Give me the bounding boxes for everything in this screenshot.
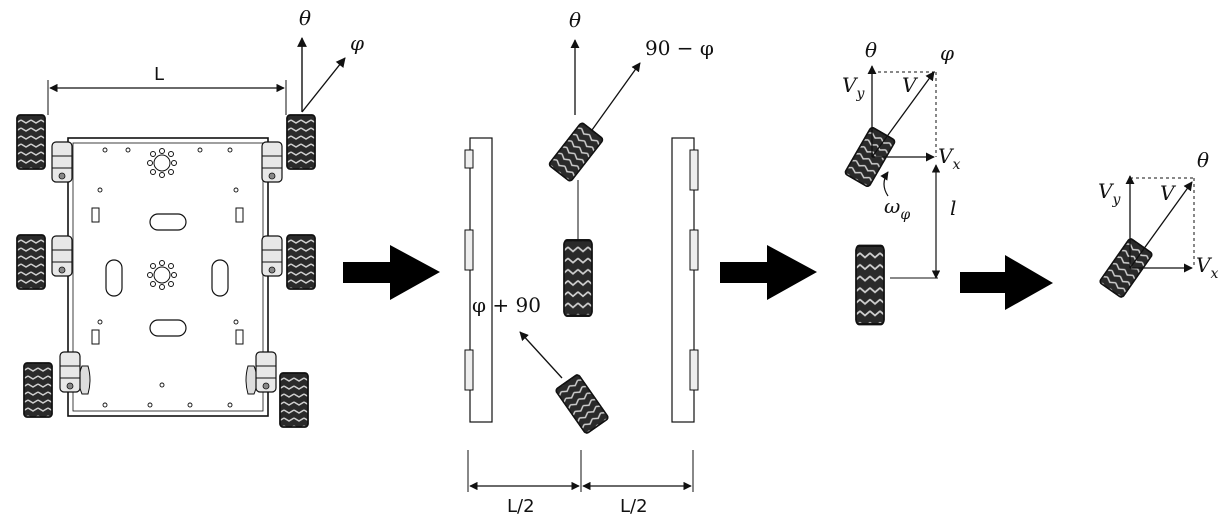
side-strip-right [671,137,699,423]
panel3: θ φ Vy V Vx ωφ l [842,38,960,326]
wheel-mid-left [16,234,46,290]
dimension-L: L [47,64,287,115]
label-L: L [154,64,164,85]
panel3-omega: ωφ [884,194,910,223]
wheel-top-rotated [547,121,605,183]
label-half-right: L/2 [620,496,648,517]
panel1-theta: θ [299,6,311,30]
dimension-half: L/2 L/2 [467,450,694,517]
wheel-straight [854,244,886,326]
transition-arrow-1 [343,245,440,300]
panel3-phi: φ [940,41,954,65]
panel3-vx: Vx [938,144,960,173]
transition-arrow-3 [960,255,1053,310]
wheel-rear-right [279,372,309,428]
label-half-left: L/2 [507,496,535,517]
panel4-vy: Vy [1098,179,1121,208]
panel4-vx: Vx [1196,253,1218,282]
panel3-vy: Vy [842,73,865,102]
wheel-rear-left [23,362,53,418]
robot-chassis [16,114,316,428]
vent-middle [147,260,177,290]
panel1-axes: θ φ [297,6,364,113]
panel4-v: V [1160,181,1177,205]
panel3-v: V [902,73,919,97]
panel2-theta: θ [569,8,581,32]
side-strip-left [464,137,493,423]
panel4: θ Vy V Vx [1098,148,1218,299]
panel4-theta: θ [1197,148,1209,172]
wheel-bottom-rotated [554,373,610,435]
vent-top [147,148,177,178]
panel2-angle-bottom: φ + 90 [472,293,541,317]
panel1-phi: φ [350,31,364,55]
panel2-angle-top: 90 − φ [645,36,714,60]
transition-arrow-2 [720,245,817,300]
wheel-center [562,239,594,317]
wheel-front-left [16,114,46,170]
wheel-front-right [286,114,316,170]
panel3-theta: θ [865,38,877,62]
wheel-mid-right [286,234,316,290]
panel3-l: l [950,196,956,220]
